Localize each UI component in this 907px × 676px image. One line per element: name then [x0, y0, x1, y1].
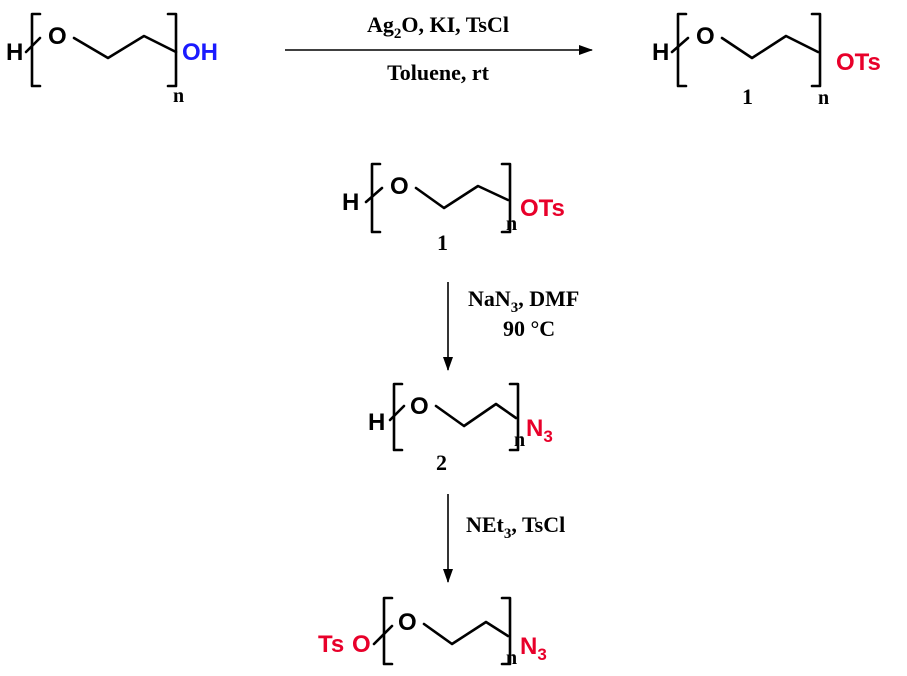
ethylene-chain — [72, 34, 178, 60]
o-o-bond — [372, 624, 394, 646]
temperature-condition: 90 °C — [503, 316, 555, 341]
h-o-bond — [388, 404, 406, 422]
right-bracket — [810, 12, 822, 88]
repeat-index: n — [818, 87, 829, 109]
right-bracket — [500, 596, 512, 666]
h-o-bond — [24, 36, 42, 54]
azide-group: N3 — [520, 633, 547, 664]
left-bracket — [676, 12, 688, 88]
peg-azide-product: H O n N3 2 — [368, 382, 553, 475]
h-o-bond — [364, 186, 384, 204]
reagents-tosylation-2: NEt3, TsCl — [466, 512, 565, 542]
ether-oxygen: O — [48, 23, 67, 50]
repeat-index: n — [173, 85, 184, 107]
ether-oxygen: O — [398, 609, 417, 636]
tosyl-oxygen: O — [352, 631, 371, 658]
tosylate-group: OTs — [520, 195, 565, 222]
peg-starting-material: H O n OH — [6, 12, 218, 107]
reagents-azidation: NaN3, DMF — [468, 286, 579, 316]
repeat-index: n — [506, 213, 517, 235]
hydrogen-atom: H — [6, 39, 23, 66]
compound-1-starting-material: H O n OTs 1 — [342, 162, 565, 255]
compound-label-1: 1 — [742, 84, 753, 109]
reaction-arrow-3: NEt3, TsCl — [443, 494, 565, 583]
compound-label-2: 2 — [436, 450, 447, 475]
repeat-index: n — [506, 647, 517, 669]
ether-oxygen: O — [696, 23, 715, 50]
left-bracket — [392, 382, 404, 452]
peg-monotosylate-product: H O n OTs 1 — [652, 12, 881, 109]
solvent-conditions: Toluene, rt — [387, 60, 490, 85]
tosylate-group: OTs — [836, 49, 881, 76]
left-bracket — [370, 162, 382, 234]
reaction-arrow-1: Ag2O, KI, TsCl Toluene, rt — [285, 12, 593, 85]
left-bracket — [382, 596, 394, 666]
left-bracket — [30, 12, 42, 88]
right-bracket — [500, 162, 512, 234]
compound-label-1: 1 — [437, 230, 448, 255]
hydrogen-atom: H — [368, 409, 385, 436]
right-bracket — [508, 382, 520, 452]
repeat-index: n — [514, 429, 525, 451]
reaction-arrow-2: NaN3, DMF 90 °C — [443, 282, 579, 371]
ether-oxygen: O — [410, 393, 429, 420]
azide-group: N3 — [526, 415, 553, 446]
h-o-bond — [670, 36, 690, 54]
tosyl-peg-azide-product: Ts O O n N3 — [318, 596, 547, 669]
hydrogen-atom: H — [342, 189, 359, 216]
hydroxyl-group: OH — [182, 39, 218, 66]
right-bracket — [166, 12, 178, 88]
hydrogen-atom: H — [652, 39, 669, 66]
reagents-tosylation: Ag2O, KI, TsCl — [367, 12, 509, 42]
ether-oxygen: O — [390, 173, 409, 200]
ethylene-chain — [434, 402, 518, 428]
tosyl-group: Ts — [318, 631, 344, 658]
ethylene-chain — [422, 620, 510, 646]
ethylene-chain — [414, 184, 510, 210]
ethylene-chain — [720, 34, 820, 60]
